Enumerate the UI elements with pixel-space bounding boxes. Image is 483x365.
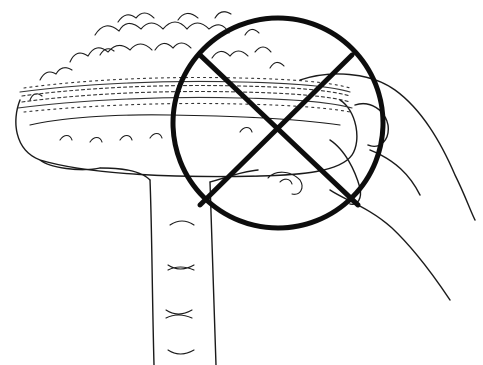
handle-icon	[100, 168, 258, 365]
brush-head-icon	[16, 100, 357, 177]
prohibition-icon	[173, 18, 383, 228]
